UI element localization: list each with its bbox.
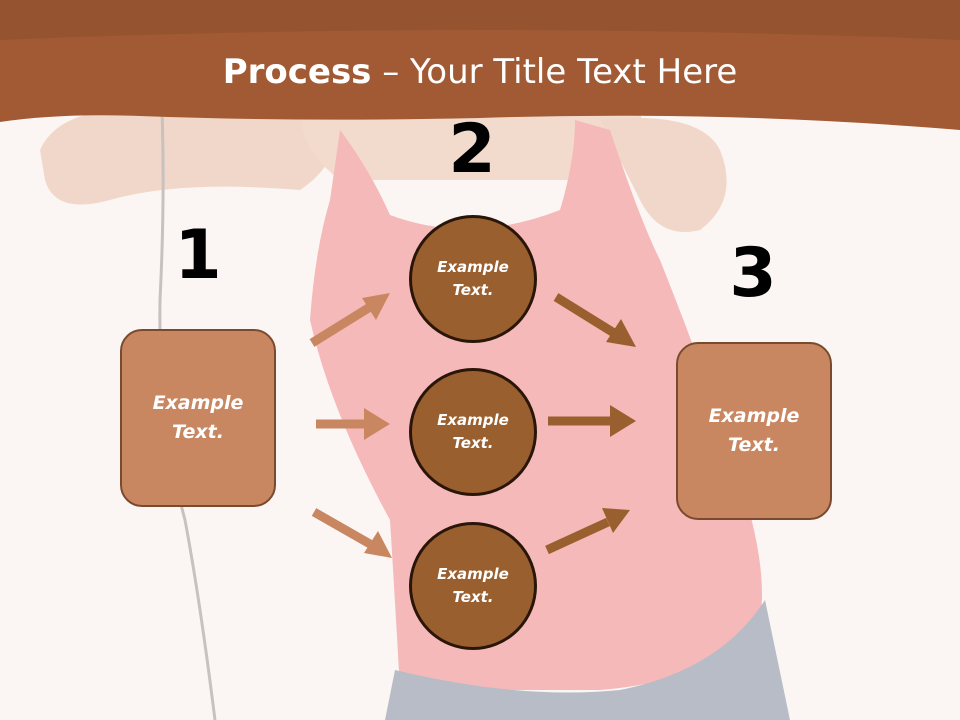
circle-top-line-2: Text. <box>452 281 494 299</box>
circle-bottom-line-2: Text. <box>452 588 494 606</box>
arrow-right-up <box>545 508 630 555</box>
right-box-line-2: Text. <box>728 434 780 456</box>
title-bold: Process <box>222 52 372 92</box>
step-number-3: 3 <box>729 234 777 313</box>
circle-top: Example Text. <box>409 215 537 343</box>
circle-middle: Example Text. <box>409 368 537 496</box>
arrow-right-mid <box>548 405 636 437</box>
circle-middle-line-2: Text. <box>452 434 494 452</box>
arrow-right-down <box>553 293 636 347</box>
right-box: Example Text. <box>676 342 832 520</box>
left-box-line-2: Text. <box>172 421 224 443</box>
arrow-left-mid <box>316 408 390 440</box>
arrow-left-down <box>311 508 392 558</box>
arrow-left-up <box>309 293 390 347</box>
right-box-line-1: Example <box>708 405 800 427</box>
circle-bottom: Example Text. <box>409 522 537 650</box>
title-rest: – Your Title Text Here <box>371 52 738 92</box>
step-number-1: 1 <box>174 216 222 295</box>
circle-middle-line-1: Example <box>437 411 509 429</box>
circle-top-line-1: Example <box>437 258 509 276</box>
circle-bottom-line-1: Example <box>437 565 509 583</box>
left-box: Example Text. <box>120 329 276 507</box>
left-box-line-1: Example <box>152 392 244 414</box>
step-number-2: 2 <box>448 110 496 189</box>
slide-title: Process – Your Title Text Here <box>0 52 960 92</box>
